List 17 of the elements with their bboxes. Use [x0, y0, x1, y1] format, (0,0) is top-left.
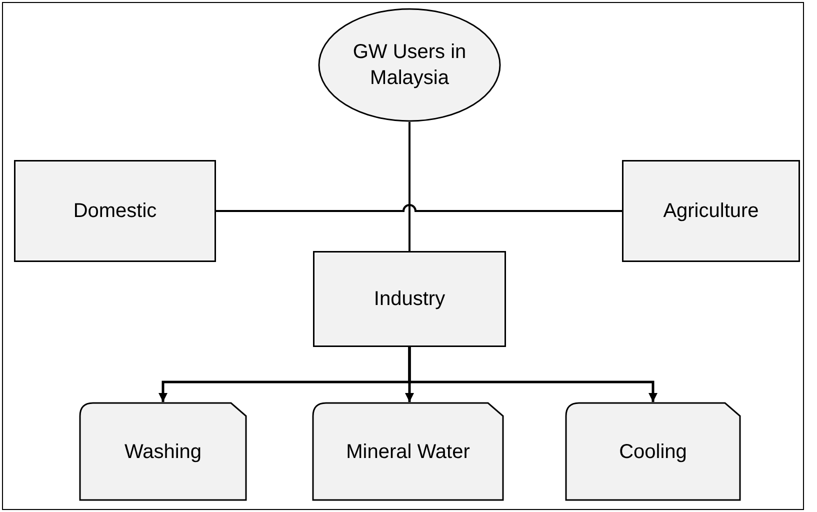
node-label: Washing — [123, 440, 203, 464]
node-label: Mineral Water — [345, 440, 471, 464]
process-box — [313, 251, 506, 347]
node-label: Agriculture — [662, 199, 760, 224]
node-label: Industry — [372, 287, 446, 312]
node-label: Domestic — [72, 199, 158, 224]
card-node — [79, 402, 247, 501]
process-box — [622, 160, 800, 262]
arrow — [408, 347, 658, 402]
connector-line — [216, 204, 622, 212]
connector-line — [408, 122, 410, 251]
node-label: GW Users in Malaysia — [352, 40, 468, 91]
ellipse-node — [318, 8, 501, 122]
process-box — [14, 160, 216, 262]
card-node — [312, 402, 504, 501]
card-node — [565, 402, 741, 501]
node-label: Cooling — [618, 440, 688, 464]
